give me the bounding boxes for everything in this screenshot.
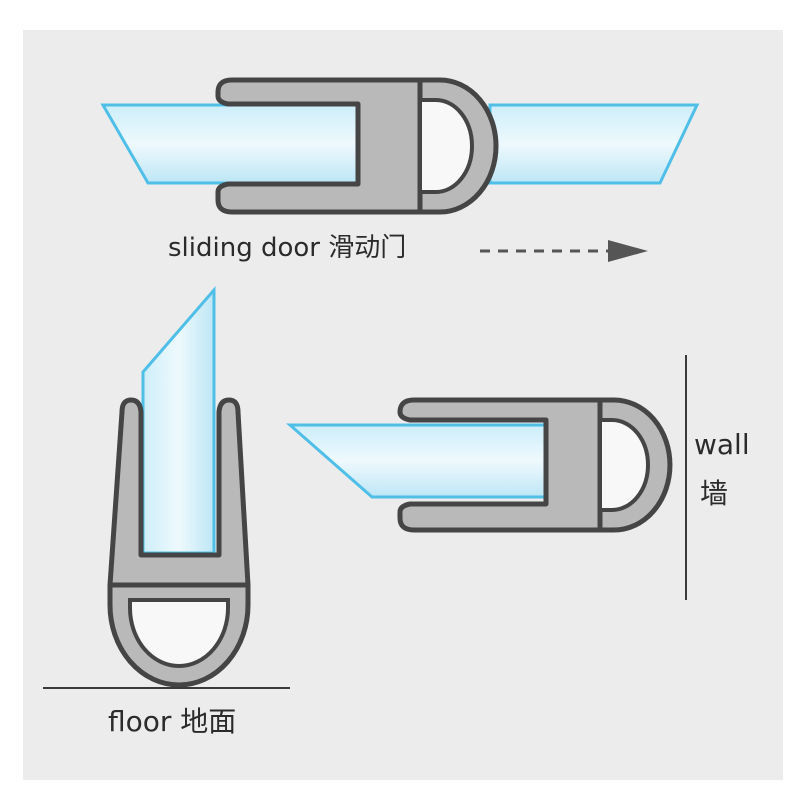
sliding-door-label: sliding door 滑动门 (168, 233, 407, 263)
sliding-door-glass-right (488, 103, 700, 185)
sliding-door-seal-group (100, 77, 700, 262)
floor-seal-body (107, 397, 251, 588)
wall-seal-glass (286, 423, 558, 499)
floor-seal-glass (141, 285, 216, 555)
wall-label-zh: 墙 (700, 477, 729, 510)
wall-seal-body (397, 397, 603, 533)
sliding-door-glass-left (100, 103, 372, 185)
wall-seal-bulb-hollow (598, 418, 650, 512)
sliding-door-bulb-hollow (418, 98, 474, 194)
floor-seal-bulb-hollow (128, 598, 230, 668)
floor-label: floor 地面 (108, 705, 237, 738)
floor-seal-group (43, 285, 290, 689)
sliding-direction-arrowhead (608, 240, 648, 262)
wall-label-en: wall (694, 428, 750, 461)
wall-seal-group (286, 355, 687, 600)
sliding-door-seal-body (215, 77, 423, 215)
